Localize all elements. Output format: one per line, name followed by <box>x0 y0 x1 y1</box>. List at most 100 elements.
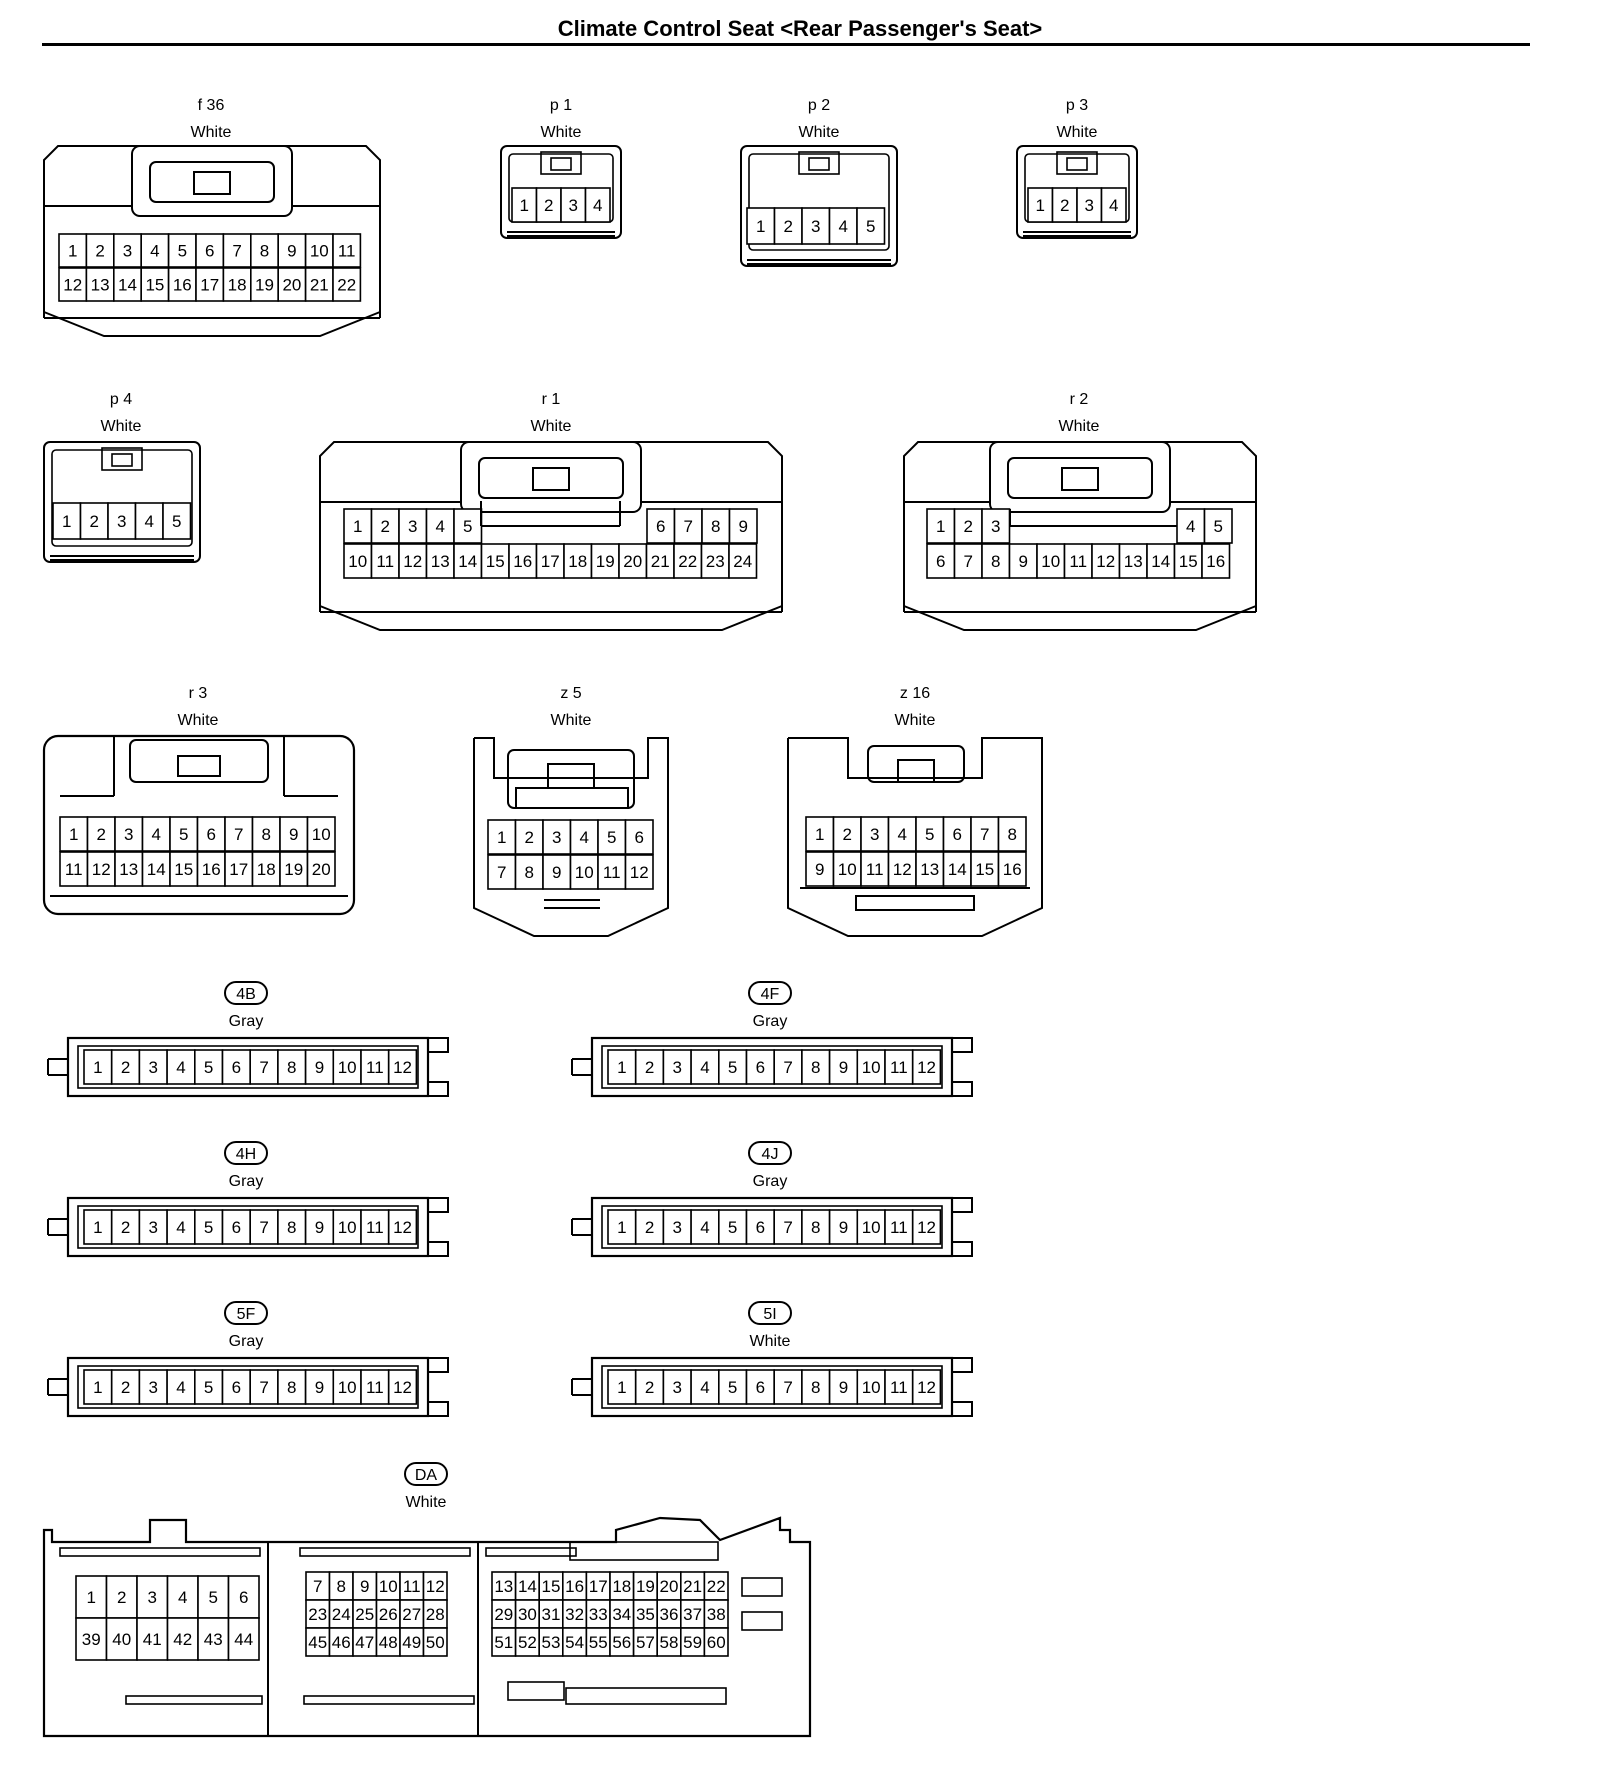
pin-cell <box>425 508 455 544</box>
pin-number: 9 <box>315 1378 324 1397</box>
pin-cell <box>304 233 334 268</box>
connector-outline <box>66 1196 430 1258</box>
connector-outline <box>951 1401 973 1417</box>
pin-number: 4 <box>176 1058 185 1077</box>
pin-number: 39 <box>82 1630 101 1649</box>
connector-outline <box>42 1516 812 1738</box>
pin-number: 5 <box>728 1378 737 1397</box>
pin-cell <box>167 233 197 268</box>
pin-cell <box>1076 187 1103 223</box>
pin-number: 18 <box>257 860 276 879</box>
pin-number: 5 <box>204 1058 213 1077</box>
pin-cell <box>701 508 731 544</box>
pin-number: 11 <box>403 1577 421 1596</box>
connector-code-badge <box>748 1141 792 1165</box>
connector-outline <box>951 1197 973 1213</box>
pin-number: 47 <box>355 1633 374 1652</box>
pin-number: 1 <box>68 242 77 261</box>
pin-number: 5 <box>1214 517 1223 536</box>
pin-cell <box>1201 543 1231 579</box>
pin-number: 46 <box>332 1633 351 1652</box>
connector-color: White <box>799 124 840 141</box>
connector-outline <box>741 1577 783 1597</box>
pin-number: 16 <box>1206 552 1225 571</box>
pin-number: 12 <box>917 1218 936 1237</box>
title-rule <box>42 43 1530 46</box>
pin-cell <box>634 1049 665 1085</box>
connector-outline <box>111 453 133 467</box>
pin-cell <box>86 816 116 852</box>
connector-outline <box>427 1081 449 1097</box>
pin-number: 13 <box>431 552 450 571</box>
connector-color: White <box>1057 124 1098 141</box>
pin-number: 11 <box>890 1058 908 1077</box>
pin-number: 36 <box>660 1605 679 1624</box>
pin-cell <box>773 1369 803 1405</box>
pin-cell <box>140 233 170 268</box>
pin-cell <box>832 816 862 852</box>
pin-number: 6 <box>756 1218 765 1237</box>
pin-number: 17 <box>229 860 248 879</box>
pin-number: 57 <box>636 1633 655 1652</box>
pin-number: 6 <box>936 552 945 571</box>
pin-number: 6 <box>953 825 962 844</box>
pin-number: 2 <box>645 1218 654 1237</box>
pin-number: 17 <box>541 552 560 571</box>
pin-number: 56 <box>612 1633 631 1652</box>
pin-number: 13 <box>1124 552 1143 571</box>
connector-outline <box>1066 157 1088 171</box>
pin-number: 7 <box>313 1577 322 1596</box>
pin-number: 2 <box>1060 196 1069 215</box>
pin-number: 17 <box>200 276 219 295</box>
pin-number: 4 <box>436 517 445 536</box>
pin-number: 11 <box>890 1218 908 1237</box>
connector-outline <box>427 1401 449 1417</box>
pin-number: 19 <box>255 276 274 295</box>
pin-number: 4 <box>580 828 589 847</box>
connector-outline <box>77 1205 419 1249</box>
pin-number: 20 <box>623 552 642 571</box>
pin-cell <box>728 508 758 544</box>
pin-number: 15 <box>174 860 193 879</box>
pin-cell <box>915 816 945 852</box>
pin-cell <box>387 1209 418 1245</box>
connector-outline <box>507 1681 565 1701</box>
pin-number: 22 <box>707 1577 726 1596</box>
connector-color: Gray <box>753 1173 788 1190</box>
pin-cell <box>304 1209 335 1245</box>
connector-outline <box>460 441 642 513</box>
pin-cell <box>911 1049 942 1085</box>
connector-outline <box>193 171 231 195</box>
pin-number: 3 <box>123 242 132 261</box>
pin-cell <box>332 233 362 268</box>
pin-number: 3 <box>552 828 561 847</box>
connector-outline <box>951 1037 973 1053</box>
pin-number: 2 <box>645 1378 654 1397</box>
pin-number: 14 <box>948 860 967 879</box>
pin-cell <box>453 508 483 544</box>
pin-number: 4 <box>1186 517 1195 536</box>
pin-number: 13 <box>920 860 939 879</box>
pin-number: 8 <box>991 552 1000 571</box>
pin-cell <box>58 267 88 302</box>
pin-cell <box>425 543 455 579</box>
pin-number: 9 <box>739 517 748 536</box>
connector-outline <box>855 895 975 911</box>
pin-number: 3 <box>148 1588 157 1607</box>
pin-number: 3 <box>870 825 879 844</box>
connector-outline <box>42 734 356 916</box>
pin-number: 27 <box>402 1605 421 1624</box>
pin-cell <box>222 233 252 268</box>
pin-number: 10 <box>862 1218 881 1237</box>
pin-number: 8 <box>260 242 269 261</box>
pin-number: 10 <box>838 860 857 879</box>
pin-number: 16 <box>1003 860 1022 879</box>
pin-cell <box>167 267 197 302</box>
pin-number: 12 <box>393 1058 412 1077</box>
connector-outline <box>515 787 629 809</box>
pin-cell <box>75 1617 108 1661</box>
pin-number: 42 <box>173 1630 192 1649</box>
pin-number: 3 <box>811 217 820 236</box>
